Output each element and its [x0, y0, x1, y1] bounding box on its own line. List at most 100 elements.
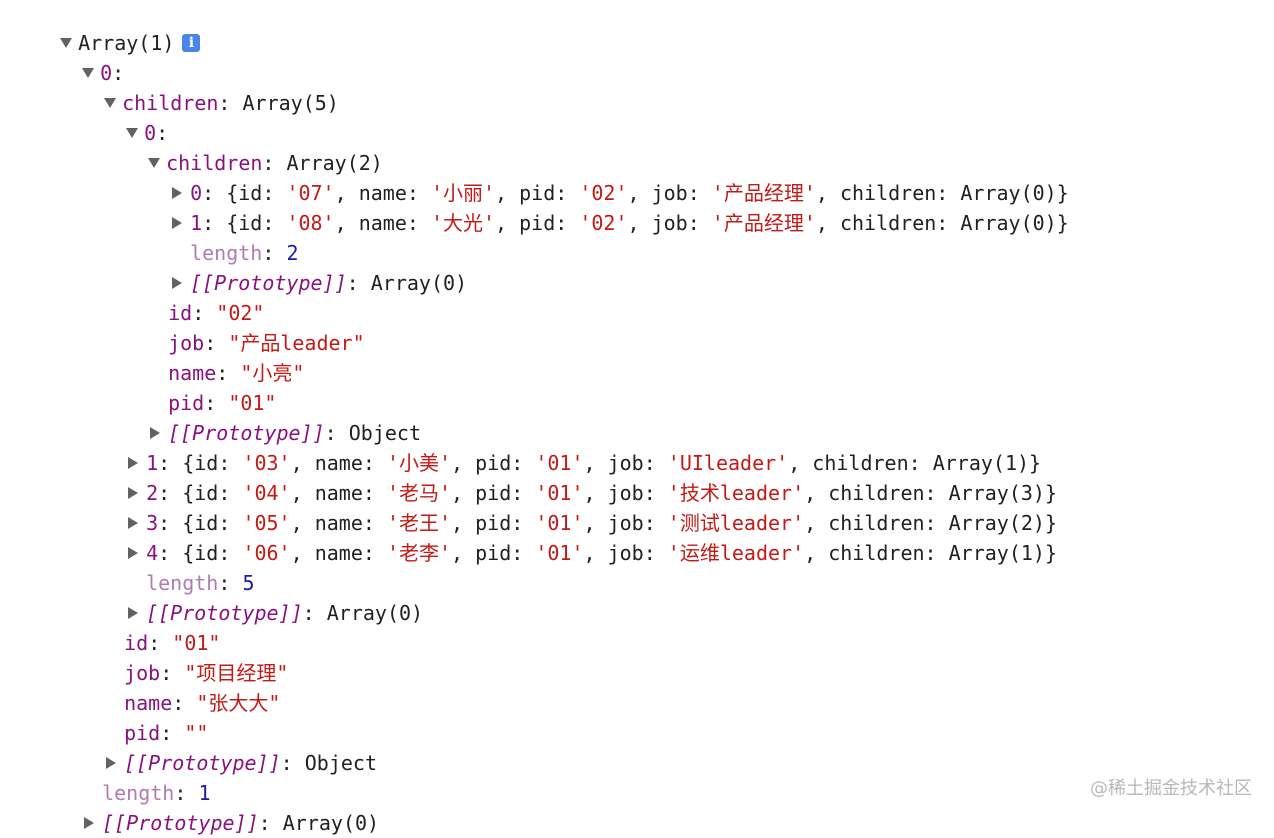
id-value: '03'	[242, 451, 291, 475]
expand-triangle-icon[interactable]	[148, 157, 161, 168]
property-value: "产品leader"	[228, 331, 365, 355]
tree-row-prototype[interactable]: [[Prototype]]: Array(0)	[148, 238, 467, 295]
tree-row-object-preview[interactable]: 1: {id: '03', name: '小美', pid: '01', job…	[104, 418, 1041, 475]
tree-row-prototype[interactable]: [[Prototype]]: Object	[82, 718, 377, 775]
property-key: job	[168, 331, 205, 355]
collapse-triangle-icon[interactable]	[84, 816, 95, 829]
collapse-triangle-icon[interactable]	[172, 276, 183, 289]
property-key: id	[168, 301, 193, 325]
collapse-triangle-icon[interactable]	[128, 606, 139, 619]
property-key: 0	[190, 181, 203, 205]
tree-row-object-preview[interactable]: 0: {id: '07', name: '小丽', pid: '02', job…	[148, 148, 1069, 205]
collapse-triangle-icon[interactable]	[172, 186, 183, 199]
property-key: children	[122, 91, 219, 115]
property-key: length	[190, 241, 263, 265]
job-value: '技术leader'	[667, 481, 805, 505]
property-key: 1	[190, 211, 203, 235]
tree-row-id: id: "01"	[124, 631, 221, 655]
id-value: '04'	[242, 481, 291, 505]
name-value: '老李'	[386, 541, 452, 565]
pid-value: '01'	[535, 541, 584, 565]
pid-value: '02'	[579, 211, 628, 235]
children-value: Array(1)	[948, 541, 1045, 565]
collapse-triangle-icon[interactable]	[128, 516, 139, 529]
tree-row-length: length: 1	[102, 781, 211, 805]
collapse-triangle-icon[interactable]	[128, 486, 139, 499]
tree-row-object-preview[interactable]: 4: {id: '06', name: '老李', pid: '01', job…	[104, 508, 1057, 565]
property-key: id	[124, 631, 149, 655]
tree-row-grandchildren[interactable]: children: Array(2)	[124, 118, 383, 175]
property-value: "张大大"	[196, 691, 281, 715]
tree-row-prototype[interactable]: [[Prototype]]: Array(0)	[60, 778, 379, 835]
id-value: '06'	[242, 541, 291, 565]
pid-value: '01'	[535, 481, 584, 505]
expand-triangle-icon[interactable]	[104, 97, 117, 108]
pid-value: '01'	[535, 451, 584, 475]
children-value: Array(3)	[948, 481, 1045, 505]
property-key: [[Prototype]]	[190, 271, 347, 295]
property-value: 1	[198, 781, 211, 805]
collapse-triangle-icon[interactable]	[106, 756, 117, 769]
property-key: [[Prototype]]	[124, 751, 281, 775]
tree-row-item-0[interactable]: 0:	[58, 28, 124, 85]
property-value: "01"	[228, 391, 277, 415]
tree-row-object-preview[interactable]: 3: {id: '05', name: '老王', pid: '01', job…	[104, 478, 1057, 535]
collapse-triangle-icon[interactable]	[128, 546, 139, 559]
property-key: name	[168, 361, 217, 385]
tree-row-children[interactable]: children: Array(5)	[80, 58, 339, 115]
property-key: name	[124, 691, 173, 715]
property-key: 0	[100, 61, 113, 85]
id-value: '08'	[286, 211, 335, 235]
root-label: Array(1)	[78, 31, 175, 55]
property-key: job	[124, 661, 161, 685]
expand-triangle-icon[interactable]	[82, 67, 95, 78]
property-value: "02"	[216, 301, 265, 325]
tree-row-object-preview[interactable]: 1: {id: '08', name: '大光', pid: '02', job…	[148, 178, 1069, 235]
expand-triangle-icon[interactable]	[126, 127, 139, 138]
tree-row-job: job: "产品leader"	[168, 331, 365, 355]
expand-triangle-icon[interactable]	[60, 37, 73, 48]
property-key: length	[102, 781, 175, 805]
name-value: '大光'	[430, 211, 496, 235]
id-value: '05'	[242, 511, 291, 535]
property-key: [[Prototype]]	[102, 811, 259, 835]
property-key: [[Prototype]]	[168, 421, 325, 445]
tree-row-job: job: "项目经理"	[124, 661, 289, 685]
property-value: "小亮"	[240, 361, 305, 385]
children-value: Array(2)	[948, 511, 1045, 535]
property-key: pid	[124, 721, 161, 745]
tree-row-pid: pid: "01"	[168, 391, 277, 415]
collapse-triangle-icon[interactable]	[150, 426, 161, 439]
tree-row-child-0[interactable]: 0:	[102, 88, 168, 145]
property-value: "项目经理"	[184, 661, 289, 685]
name-value: '老王'	[386, 511, 452, 535]
tree-row-prototype[interactable]: [[Prototype]]: Object	[126, 388, 421, 445]
property-value: ""	[184, 721, 209, 745]
children-value: Array(1)	[932, 451, 1030, 475]
property-key: length	[146, 571, 219, 595]
tree-row-object-preview[interactable]: 2: {id: '04', name: '老马', pid: '01', job…	[104, 448, 1057, 505]
property-value: 5	[242, 571, 255, 595]
tree-row-pid: pid: ""	[124, 721, 209, 745]
property-value: "01"	[172, 631, 221, 655]
tree-row-prototype[interactable]: [[Prototype]]: Array(0)	[104, 568, 423, 625]
tree-row-id: id: "02"	[168, 301, 265, 325]
property-value: Object	[348, 421, 421, 445]
pid-value: '02'	[579, 181, 628, 205]
name-value: '小美'	[386, 451, 452, 475]
job-value: '产品经理'	[711, 181, 816, 205]
property-key: children	[166, 151, 263, 175]
collapse-triangle-icon[interactable]	[172, 216, 183, 229]
info-icon[interactable]: i	[182, 33, 201, 52]
tree-row-name: name: "小亮"	[168, 361, 305, 385]
job-value: '产品经理'	[711, 211, 816, 235]
job-value: '运维leader'	[667, 541, 805, 565]
job-value: '测试leader'	[667, 511, 805, 535]
tree-row-root[interactable]: Array(1) i	[36, 0, 201, 55]
children-value: Array(0)	[960, 181, 1057, 205]
property-key: [[Prototype]]	[146, 601, 303, 625]
pid-value: '01'	[535, 511, 584, 535]
name-value: '老马'	[386, 481, 452, 505]
collapse-triangle-icon[interactable]	[128, 456, 139, 469]
name-value: '小丽'	[430, 181, 496, 205]
